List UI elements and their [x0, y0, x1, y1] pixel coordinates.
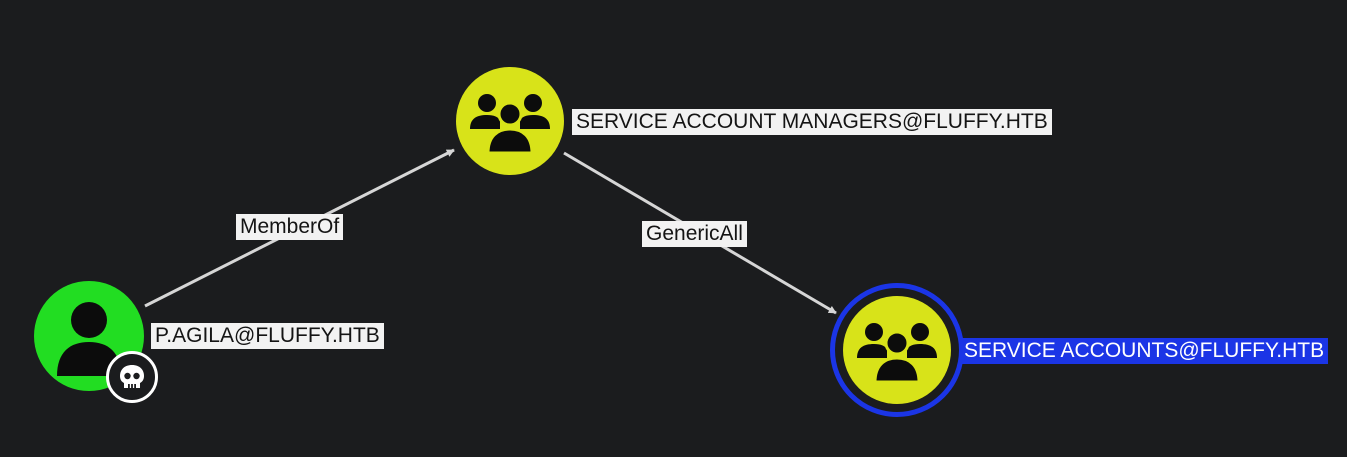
- node-label-pagila[interactable]: P.AGILA@FLUFFY.HTB: [151, 323, 384, 349]
- node-service-accounts[interactable]: [843, 296, 951, 404]
- node-label-service-account-managers[interactable]: SERVICE ACCOUNT MANAGERS@FLUFFY.HTB: [572, 109, 1052, 135]
- users-group-icon: [857, 323, 937, 382]
- owned-badge: [106, 351, 158, 403]
- edge-label-genericall[interactable]: GenericAll: [642, 221, 747, 247]
- skull-icon: [120, 365, 144, 388]
- node-label-service-accounts[interactable]: SERVICE ACCOUNTS@FLUFFY.HTB: [960, 338, 1329, 364]
- user-icon: [57, 302, 121, 376]
- users-group-icon: [470, 94, 550, 153]
- edge-label-memberof[interactable]: MemberOf: [236, 214, 344, 240]
- node-service-account-managers[interactable]: [456, 67, 564, 175]
- node-pagila[interactable]: [34, 281, 144, 391]
